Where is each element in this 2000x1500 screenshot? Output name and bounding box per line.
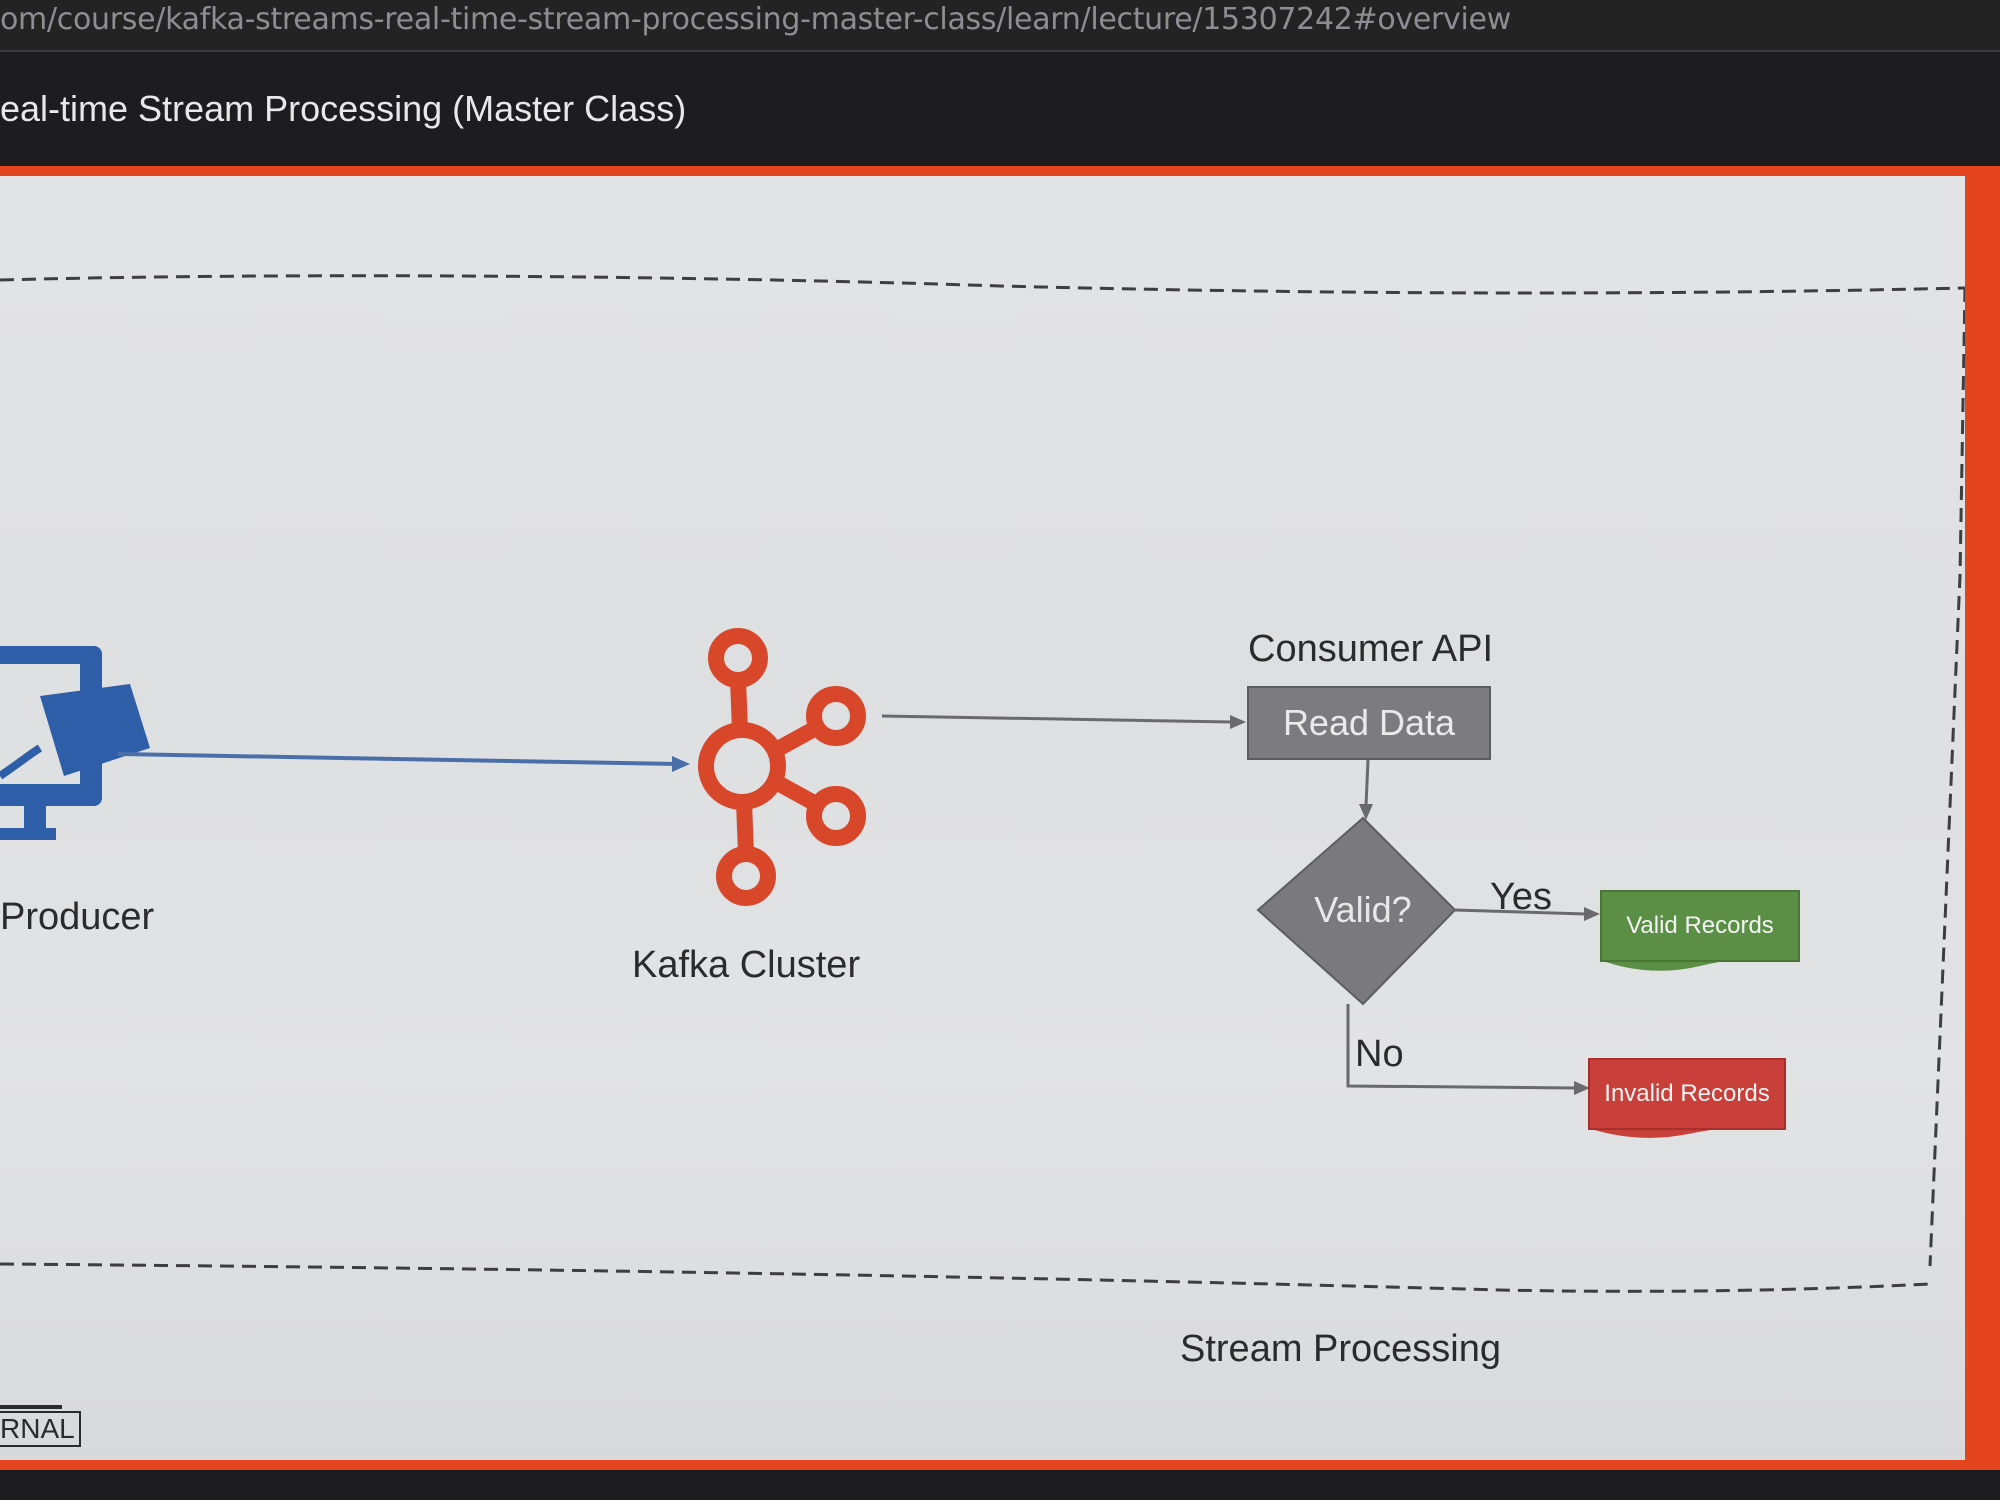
course-title: eal-time Stream Processing (Master Class… (0, 88, 687, 129)
footer-tag-rule (0, 1405, 62, 1409)
no-label: No (1355, 1033, 1404, 1075)
lecture-video-frame[interactable]: Valid? Producer Kafka Cluster Consumer A… (0, 166, 2000, 1470)
stream-processing-boundary-right (1928, 287, 1965, 1267)
read-data-process-box: Read Data (1247, 686, 1491, 760)
producer-monitor-plug-icon (0, 646, 150, 840)
kafka-logo-icon (698, 628, 866, 906)
yes-label: Yes (1490, 876, 1552, 918)
arrow-no-to-invalid (1346, 1004, 1577, 1090)
slide-canvas: Valid? Producer Kafka Cluster Consumer A… (0, 176, 1965, 1460)
consumer-api-label: Consumer API (1248, 628, 1493, 670)
footer-tag: RNAL (0, 1411, 81, 1447)
valid-question-text: Valid? (1314, 889, 1411, 930)
url-text[interactable]: om/course/kafka-streams-real-time-stream… (0, 2, 1511, 37)
stream-processing-label: Stream Processing (1180, 1328, 1502, 1370)
invalid-records-text: Invalid Records (1604, 1080, 1770, 1107)
stream-processing-boundary-bottom (0, 1262, 1931, 1293)
kafka-cluster-label: Kafka Cluster (632, 944, 861, 986)
slide-diagram: Valid? (0, 274, 1965, 1293)
valid-records-text: Valid Records (1626, 912, 1774, 939)
arrow-producer-to-kafka (117, 752, 679, 766)
invalid-records-box: Invalid Records (1588, 1058, 1786, 1130)
valid-decision-diamond (1256, 816, 1457, 1006)
valid-records-box: Valid Records (1600, 890, 1800, 962)
arrow-yes-to-valid (1454, 908, 1587, 916)
read-data-text: Read Data (1282, 702, 1456, 743)
player-bottom-bar (0, 1470, 2000, 1500)
stream-processing-boundary (0, 274, 1965, 295)
producer-label: Producer (0, 896, 155, 938)
course-header: eal-time Stream Processing (Master Class… (0, 52, 2000, 162)
arrow-kafka-to-read-data (881, 714, 1233, 724)
browser-url-bar[interactable]: om/course/kafka-streams-real-time-stream… (0, 0, 2000, 52)
arrow-read-to-decision (1364, 759, 1370, 807)
